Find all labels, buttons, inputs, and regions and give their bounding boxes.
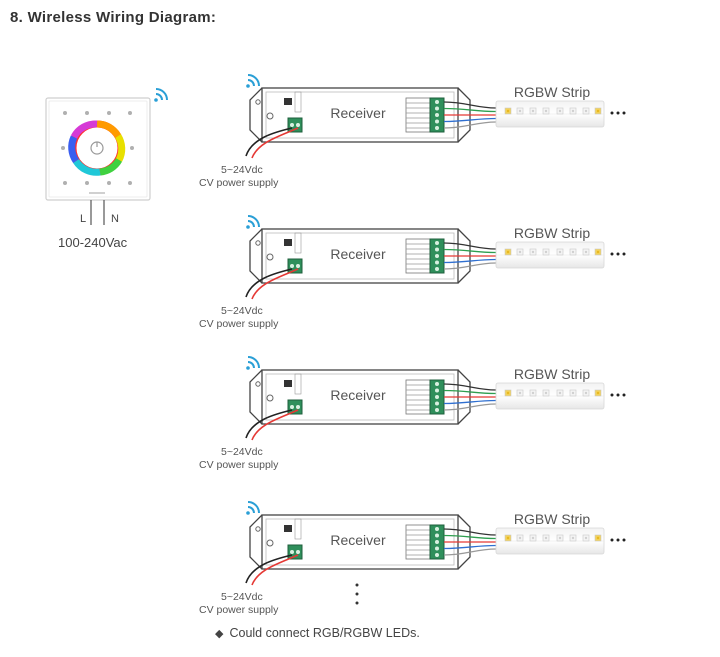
color-wheel-icon [68,120,126,176]
output-connector [405,379,445,415]
psu-voltage: 5~24Vdc [221,305,263,317]
strip-label: RGBW Strip [514,84,590,100]
zone-buttons [61,111,134,185]
receiver-box [249,228,471,284]
receiver-box [249,514,471,570]
strip-label: RGBW Strip [514,511,590,527]
strip-label: RGBW Strip [514,225,590,241]
psu-label: CV power supply [199,318,279,330]
strip-label: RGBW Strip [514,366,590,382]
power-wires [245,554,299,586]
rgbw-strip [495,527,626,555]
psu-voltage: 5~24Vdc [221,164,263,176]
rgbw-strip [495,241,626,269]
psu-label: CV power supply [199,459,279,471]
output-wires [443,383,497,411]
receiver-box [249,87,471,143]
output-wires [443,528,497,556]
panel-wifi-icon [154,88,168,102]
power-wires [245,409,299,441]
receiver-wifi-icon [246,215,260,229]
receiver-wifi-icon [246,356,260,370]
power-wires [245,127,299,159]
output-wires [443,242,497,270]
live-label: L [80,213,86,225]
strip-continuation [610,393,626,397]
power-wires [245,268,299,300]
output-connector [405,97,445,133]
receiver-wifi-icon [246,501,260,515]
psu-voltage: 5~24Vdc [221,446,263,458]
neutral-label: N [111,213,119,225]
mains-wires [90,200,105,225]
note: ◆ Could connect RGB/RGBW LEDs. [215,626,420,640]
rgbw-strip [495,382,626,410]
receiver-label: Receiver [330,105,386,121]
psu-label: CV power supply [199,177,279,189]
psu-label: CV power supply [199,604,279,616]
receiver-label: Receiver [330,532,386,548]
output-wires [443,101,497,129]
more-ellipsis [355,583,359,605]
strip-continuation [610,538,626,542]
receiver-box [249,369,471,425]
psu-voltage: 5~24Vdc [221,591,263,603]
page-title: 8. Wireless Wiring Diagram: [10,9,217,26]
receiver-wifi-icon [246,74,260,88]
rgbw-strip [495,100,626,128]
note-text: Could connect RGB/RGBW LEDs. [229,626,420,640]
receiver-label: Receiver [330,246,386,262]
diamond-bullet-icon: ◆ [215,628,224,640]
strip-continuation [610,111,626,115]
output-connector [405,524,445,560]
output-connector [405,238,445,274]
mains-voltage-label: 100-240Vac [58,235,128,250]
strip-continuation [610,252,626,256]
wall-panel [45,97,151,201]
receiver-label: Receiver [330,387,386,403]
